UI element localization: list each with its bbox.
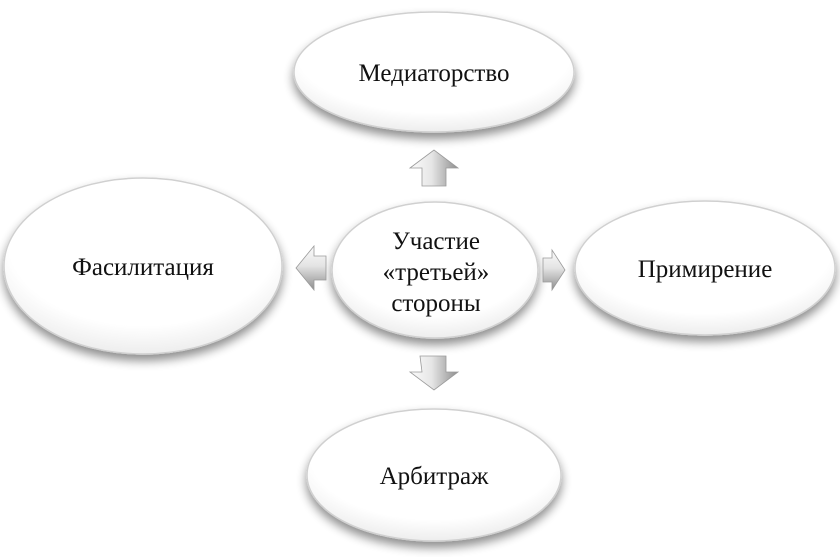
node-top: Медиаторство xyxy=(293,11,575,133)
node-right-label: Примирение xyxy=(638,256,773,283)
node-left-label: Фасилитация xyxy=(72,254,214,281)
node-top-label: Медиаторство xyxy=(359,60,510,87)
node-center-label-line-3: стороны xyxy=(391,290,481,317)
arrow-down-icon xyxy=(408,355,460,391)
node-bottom: Арбитраж xyxy=(306,408,562,542)
node-right: Примирение xyxy=(574,200,836,336)
node-center-label-line-1: Участие xyxy=(392,228,480,255)
node-left: Фасилитация xyxy=(3,177,283,355)
node-left-ellipse xyxy=(3,177,283,355)
node-center: Участие «третьей» стороны xyxy=(331,201,539,339)
arrow-right-icon xyxy=(542,248,566,292)
node-center-ellipse xyxy=(331,201,539,339)
node-bottom-ellipse xyxy=(306,408,562,542)
node-bottom-label: Арбитраж xyxy=(380,463,489,490)
arrow-up-icon xyxy=(408,149,460,187)
node-right-ellipse xyxy=(574,200,836,336)
node-top-ellipse xyxy=(293,11,575,133)
node-center-label-line-2: «третьей» xyxy=(383,259,490,286)
arrow-left-icon xyxy=(295,244,327,292)
